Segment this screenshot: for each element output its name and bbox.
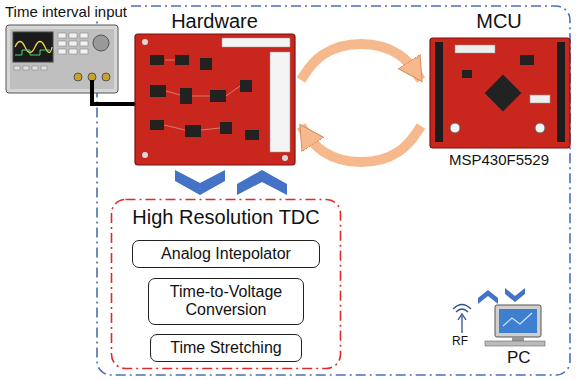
mcu-board: MCU MSP430F5529: [425, 8, 573, 170]
process-box: Time Stretching: [150, 334, 302, 362]
process-text: Analog Intepolator: [141, 245, 311, 263]
mcu-launchpad: [430, 38, 570, 148]
hardware-board: Hardware: [132, 8, 297, 168]
part-number: MSP430F5529: [425, 151, 573, 168]
down-chevron: [505, 288, 525, 302]
process-box: Analog Intepolator: [132, 240, 320, 268]
pc-icon: [485, 305, 545, 346]
signal-cable: [92, 80, 140, 104]
pc-label: PC: [507, 348, 531, 368]
down-chevron: [175, 170, 225, 195]
group-title: High Resolution TDC: [110, 206, 342, 229]
board-title: Hardware: [132, 10, 297, 33]
process-text: Time Stretching: [159, 339, 293, 357]
up-chevron: [478, 290, 498, 304]
function-generator: [6, 25, 118, 93]
up-chevron: [237, 170, 287, 195]
tdc-board: [135, 34, 295, 165]
exchange-arrow: [301, 44, 421, 80]
process-box: Time-to-Voltage Conversion: [148, 278, 304, 325]
system-boundary: [97, 6, 570, 375]
process-text: Time-to-Voltage Conversion: [157, 283, 295, 320]
rf-label: RF: [452, 335, 468, 349]
board-title: MCU: [425, 10, 573, 33]
rf-antenna: [453, 305, 471, 334]
exchange-arrow: [301, 126, 421, 162]
tdc-group: High Resolution TDC Analog IntepolatorTim…: [110, 198, 342, 370]
input-label: Time interval input: [3, 3, 129, 20]
